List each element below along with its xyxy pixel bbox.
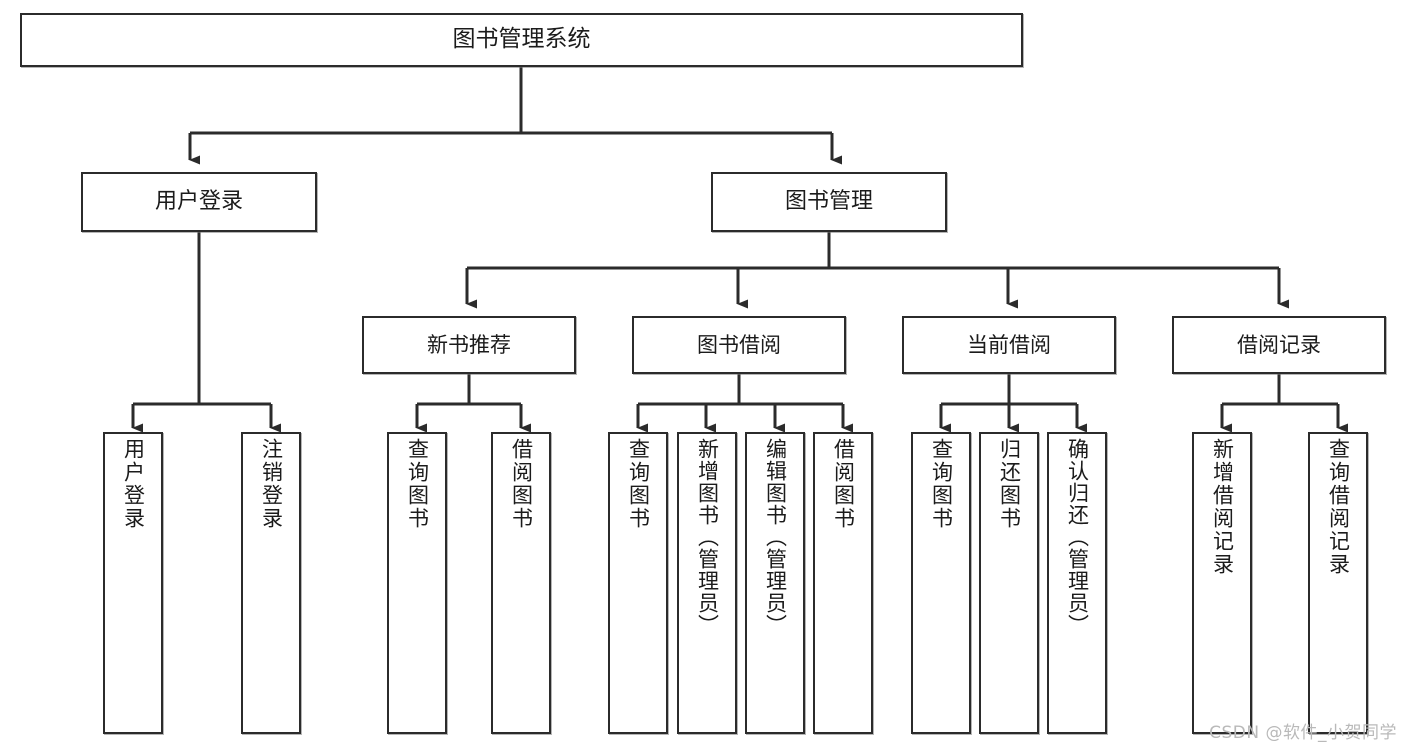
node-label: 编辑图书（管理员） (763, 438, 788, 636)
leaf-search-book-current[interactable]: 查询图书 (911, 432, 971, 734)
node-label: 借阅图书 (831, 438, 856, 530)
node-label: 当前借阅 (967, 332, 1051, 357)
leaf-edit-book-admin[interactable]: 编辑图书（管理员） (745, 432, 805, 734)
node-label: 借阅记录 (1237, 332, 1321, 357)
leaf-logout[interactable]: 注销登录 (241, 432, 301, 734)
node-label: 图书管理系统 (452, 26, 591, 53)
node-label: 确认归还（管理员） (1065, 438, 1090, 636)
node-root-system[interactable]: 图书管理系统 (20, 13, 1023, 67)
leaf-return-book[interactable]: 归还图书 (979, 432, 1039, 734)
node-user-login[interactable]: 用户登录 (81, 172, 317, 232)
leaf-search-book-recommend[interactable]: 查询图书 (387, 432, 447, 734)
leaf-borrow-book-recommend[interactable]: 借阅图书 (491, 432, 551, 734)
node-label: 查询借阅记录 (1326, 438, 1351, 576)
node-label: 查询图书 (405, 438, 430, 530)
leaf-user-login[interactable]: 用户登录 (103, 432, 163, 734)
node-label: 用户登录 (121, 438, 146, 530)
node-label: 注销登录 (259, 438, 284, 530)
node-label: 查询图书 (929, 438, 954, 530)
node-label: 用户登录 (154, 189, 243, 215)
watermark: CSDN @软件_小贺同学 (1209, 723, 1397, 743)
node-label: 查询图书 (626, 438, 651, 530)
leaf-add-borrow-record[interactable]: 新增借阅记录 (1192, 432, 1252, 734)
node-borrow-records[interactable]: 借阅记录 (1172, 316, 1386, 374)
leaf-borrow-book[interactable]: 借阅图书 (813, 432, 873, 734)
node-label: 图书管理 (784, 189, 873, 215)
node-book-borrow[interactable]: 图书借阅 (632, 316, 846, 374)
leaf-confirm-return-admin[interactable]: 确认归还（管理员） (1047, 432, 1107, 734)
node-label: 新书推荐 (427, 332, 511, 357)
node-label: 归还图书 (997, 438, 1022, 530)
node-book-management[interactable]: 图书管理 (711, 172, 947, 232)
node-label: 新增借阅记录 (1210, 438, 1235, 576)
node-new-book-recommend[interactable]: 新书推荐 (362, 316, 576, 374)
node-label: 图书借阅 (697, 332, 781, 357)
leaf-add-book-admin[interactable]: 新增图书（管理员） (677, 432, 737, 734)
node-label: 新增图书（管理员） (695, 438, 720, 636)
node-current-borrow[interactable]: 当前借阅 (902, 316, 1116, 374)
leaf-search-borrow-record[interactable]: 查询借阅记录 (1308, 432, 1368, 734)
leaf-search-book-borrow[interactable]: 查询图书 (608, 432, 668, 734)
node-label: 借阅图书 (509, 438, 534, 530)
